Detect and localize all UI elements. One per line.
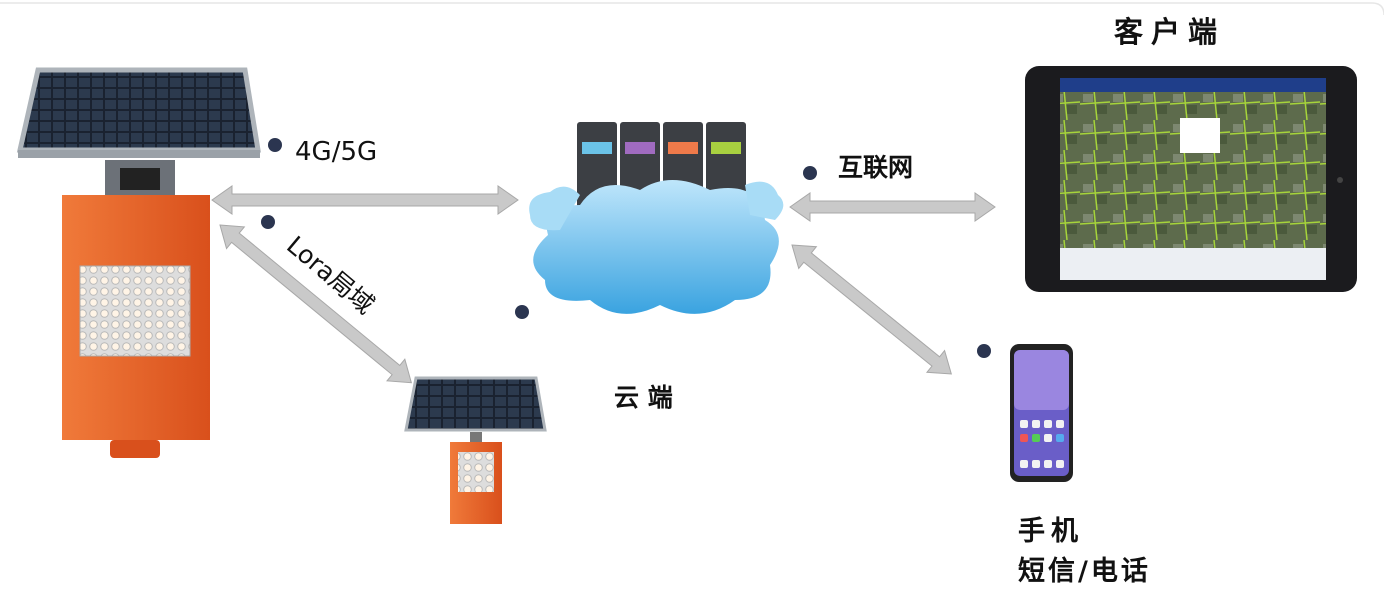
label-internet: 互联网 xyxy=(838,153,913,182)
label-sms-call: 短信/电话 xyxy=(1018,556,1151,587)
tablet-client xyxy=(1025,66,1357,292)
label-4g-5g: 4G/5G xyxy=(295,137,377,167)
cloud-servers xyxy=(529,122,784,314)
arrow-cloud-phone xyxy=(791,244,952,375)
arrow-lora xyxy=(219,224,413,384)
arrow-device-cloud xyxy=(211,185,519,215)
arrow-cloud-client xyxy=(789,192,996,222)
solar-warning-device-small xyxy=(404,376,547,524)
label-phone: 手机 xyxy=(1018,516,1084,547)
label-cloud: 云 端 xyxy=(614,383,673,412)
label-client: 客户端 xyxy=(1114,15,1225,49)
solar-warning-device-main xyxy=(16,67,261,458)
smartphone xyxy=(1010,344,1073,482)
bullet-dots xyxy=(261,138,991,358)
label-lora: Lora局域 xyxy=(281,230,380,319)
